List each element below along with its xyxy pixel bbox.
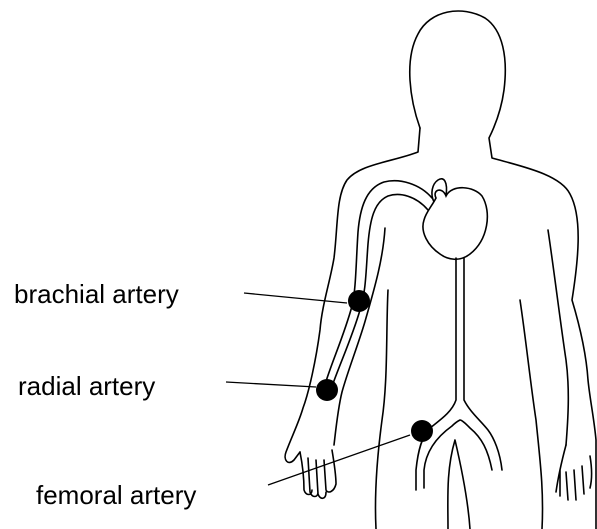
left-hand-outline [300, 450, 336, 498]
aorta-right [464, 258, 502, 470]
femoral-pulse-point [411, 420, 433, 442]
radial-pulse-point [316, 379, 338, 401]
arm-artery-outer [324, 181, 432, 388]
arm-artery-inner [330, 195, 428, 392]
brachial-pulse-point [348, 290, 370, 312]
left-torso-outline [375, 290, 388, 529]
body-outline [285, 11, 596, 529]
brachial-artery-label: brachial artery [14, 281, 179, 307]
aorta-left [416, 258, 456, 490]
right-torso-outline [520, 300, 543, 529]
radial-artery-label: radial artery [18, 373, 155, 399]
brachial-leader-line [244, 293, 347, 303]
inner-legs-outline [448, 440, 470, 529]
right-hand-outline [556, 445, 592, 500]
femoral-artery-label: femoral artery [36, 482, 196, 508]
head-outline [410, 11, 596, 529]
right-arm-inner-outline [548, 230, 568, 445]
radial-leader-line [226, 382, 316, 387]
